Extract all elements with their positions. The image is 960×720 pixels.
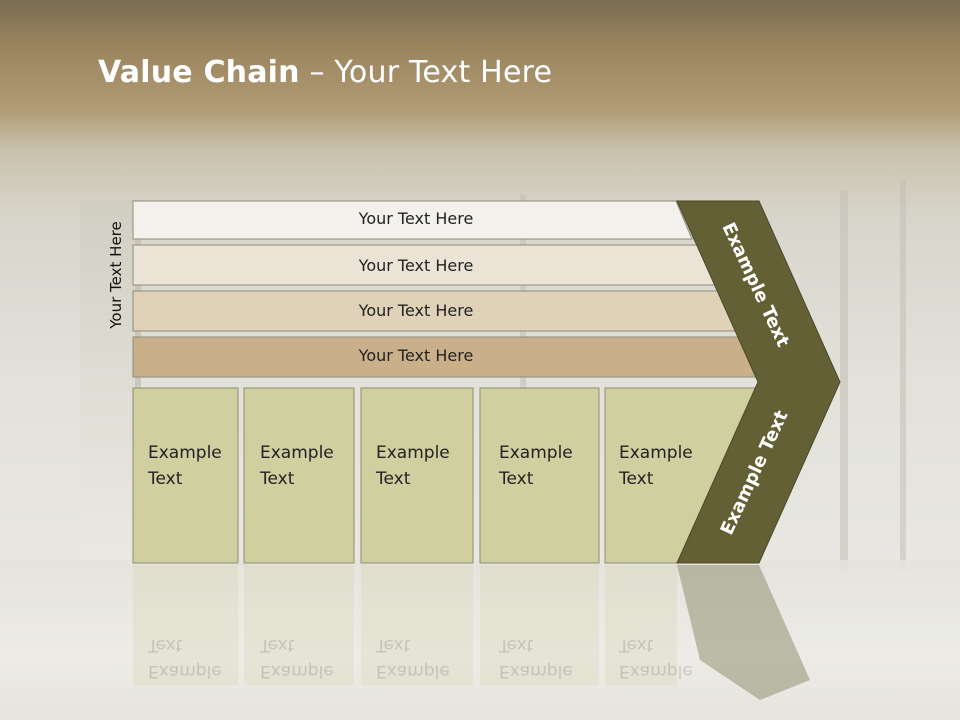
- box-2[interactable]: [243, 387, 355, 564]
- box-5-label: Example Text: [619, 443, 693, 489]
- background-window: [80, 200, 141, 560]
- box-1[interactable]: [132, 387, 239, 564]
- background-floor: [0, 560, 960, 720]
- box-5-reflection-label: Example Text: [619, 635, 693, 681]
- box-3-label: Example Text: [376, 443, 450, 489]
- box-2-label: Example Text: [260, 443, 334, 489]
- chevron-reflection: [677, 565, 810, 700]
- bar-2-label: Your Text Here: [358, 256, 474, 275]
- box-3[interactable]: [360, 387, 474, 564]
- background-beam: [900, 180, 906, 570]
- bar-1-label: Your Text Here: [358, 209, 474, 228]
- box-2-reflection-label: Example Text: [260, 635, 334, 681]
- box-1-reflection-label: Example Text: [148, 635, 222, 681]
- background-beam: [520, 195, 526, 565]
- box-3-reflection-label: Example Text: [376, 635, 450, 681]
- title-rest: – Your Text Here: [299, 55, 553, 90]
- bar-1[interactable]: [132, 200, 693, 240]
- title-bold: Value Chain: [98, 55, 300, 90]
- chevron-arrow[interactable]: [676, 200, 841, 564]
- slide-title: Value Chain – Your Text Here: [98, 55, 552, 90]
- boxes-reflection: [133, 565, 677, 685]
- box-4-reflection-label: Example Text: [499, 635, 573, 681]
- bar-4-label: Your Text Here: [358, 346, 474, 365]
- box-4-label: Example Text: [499, 443, 573, 489]
- box-1-label: Example Text: [148, 443, 222, 489]
- box-4[interactable]: [479, 387, 600, 564]
- background-beam: [840, 190, 848, 570]
- bar-3-label: Your Text Here: [358, 301, 474, 320]
